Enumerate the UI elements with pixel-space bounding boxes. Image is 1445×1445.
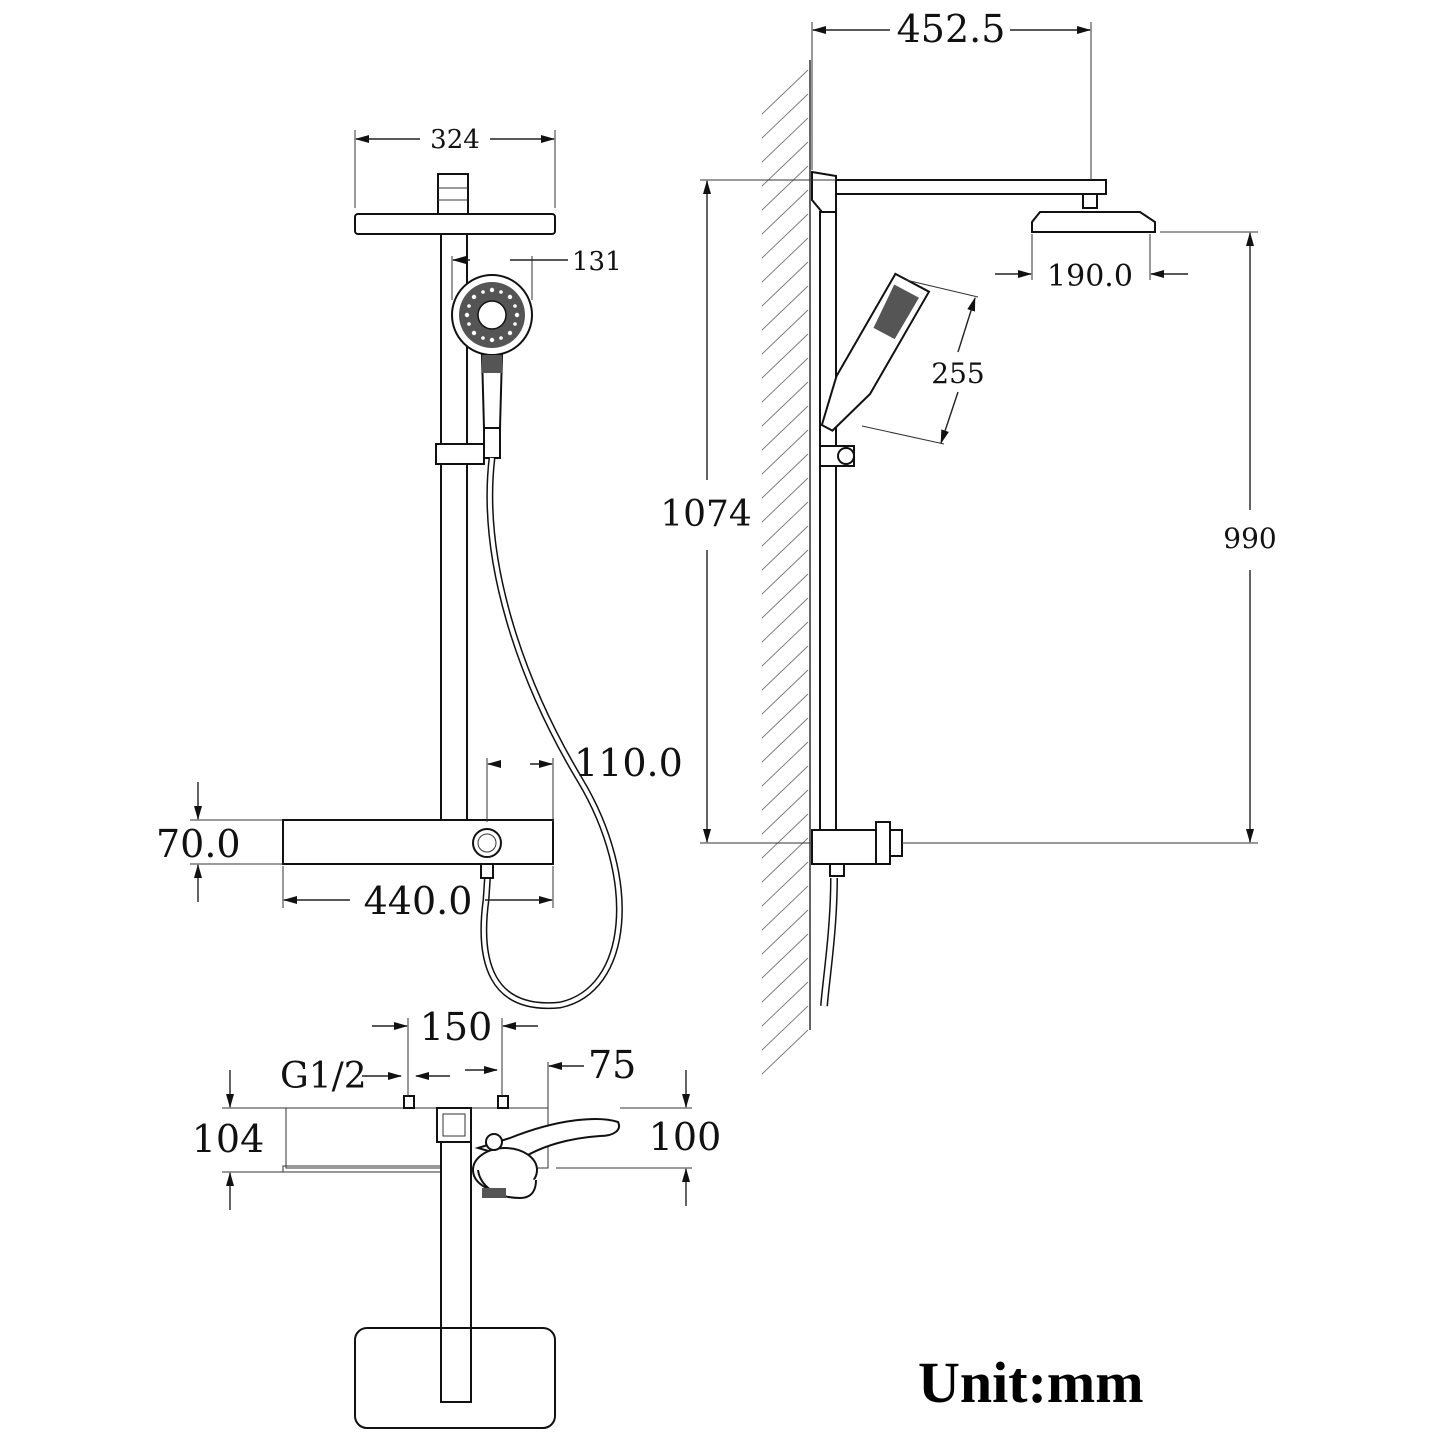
dim-arm-projection: 452.5	[897, 7, 1006, 51]
dim-mixer-width: 440.0	[364, 879, 473, 923]
hatch-line	[761, 69, 809, 115]
hatch-line	[761, 933, 809, 979]
hatch-line	[761, 525, 809, 571]
hatch-line	[761, 165, 809, 211]
hatch-line	[761, 549, 809, 595]
hatch-line	[761, 621, 809, 667]
hatch-line	[761, 285, 809, 331]
hatch-line	[761, 93, 809, 139]
front-slider-bracket	[435, 443, 485, 465]
front-mixer-knob	[472, 828, 502, 858]
hatch-line	[761, 477, 809, 523]
hatch-line	[761, 429, 809, 475]
dim-side-head-diameter: 190.0	[1047, 259, 1133, 294]
hatch-line	[761, 765, 809, 811]
hatch-line	[761, 405, 809, 451]
side-rain-head	[1031, 211, 1156, 233]
hatch-line	[761, 693, 809, 739]
unit-label: Unit:mm	[918, 1350, 1144, 1415]
front-hand-shower	[451, 274, 533, 429]
top-view	[222, 1018, 692, 1429]
top-hand-shower	[472, 1118, 620, 1200]
hatch-line	[761, 357, 809, 403]
dim-inlet-spacing: 150	[420, 1005, 493, 1049]
side-wall-bracket	[811, 170, 837, 213]
hatch-line	[761, 1029, 809, 1075]
side-mixer-body	[811, 829, 879, 865]
dim-total-height: 1074	[660, 494, 752, 535]
hatch-line	[761, 669, 809, 715]
hatch-line	[761, 501, 809, 547]
dim-inlet-thread: G1/2	[280, 1056, 367, 1097]
hatch-line	[761, 1005, 809, 1051]
hatch-line	[761, 981, 809, 1027]
hatch-line	[761, 789, 809, 835]
front-head-connector	[437, 173, 469, 215]
hatch-line	[761, 117, 809, 163]
hatch-line	[761, 141, 809, 187]
hatch-line	[761, 573, 809, 619]
hatch-line	[761, 861, 809, 907]
front-rain-head	[354, 213, 556, 235]
hatch-line	[761, 237, 809, 283]
hatch-line	[761, 645, 809, 691]
hatch-line	[761, 909, 809, 955]
front-view	[190, 130, 623, 1010]
hatch-line	[761, 885, 809, 931]
dim-hand-shower-width: 131	[572, 247, 622, 277]
dim-top-depth-right: 100	[649, 1115, 722, 1159]
hatch-line	[761, 597, 809, 643]
hatch-line	[761, 453, 809, 499]
dim-front-head-width: 324	[430, 125, 480, 155]
dim-mixer-control-offset: 110.0	[574, 741, 683, 785]
hatch-line	[761, 381, 809, 427]
hatch-line	[761, 957, 809, 1003]
top-slider	[436, 1107, 472, 1143]
hatch-line	[761, 189, 809, 235]
dim-wall-offset: 75	[588, 1043, 636, 1087]
side-shower-arm	[835, 179, 1107, 195]
front-mixer-body	[282, 819, 554, 865]
dim-mixer-height: 70.0	[156, 822, 241, 866]
wall-hatching	[761, 69, 809, 1075]
dim-hand-shower-length: 255	[931, 357, 984, 390]
hatch-line	[761, 309, 809, 355]
hatch-line	[761, 717, 809, 763]
hatch-line	[761, 213, 809, 259]
side-view	[700, 22, 1258, 1075]
dim-top-depth-left: 104	[192, 1117, 265, 1161]
side-hand-shower	[820, 272, 931, 432]
hatch-line	[761, 837, 809, 883]
dim-head-to-outlet-height: 990	[1223, 522, 1276, 555]
side-riser-pipe	[819, 211, 837, 833]
hatch-line	[761, 741, 809, 787]
hatch-line	[761, 333, 809, 379]
hatch-line	[761, 813, 809, 859]
hatch-line	[761, 261, 809, 307]
